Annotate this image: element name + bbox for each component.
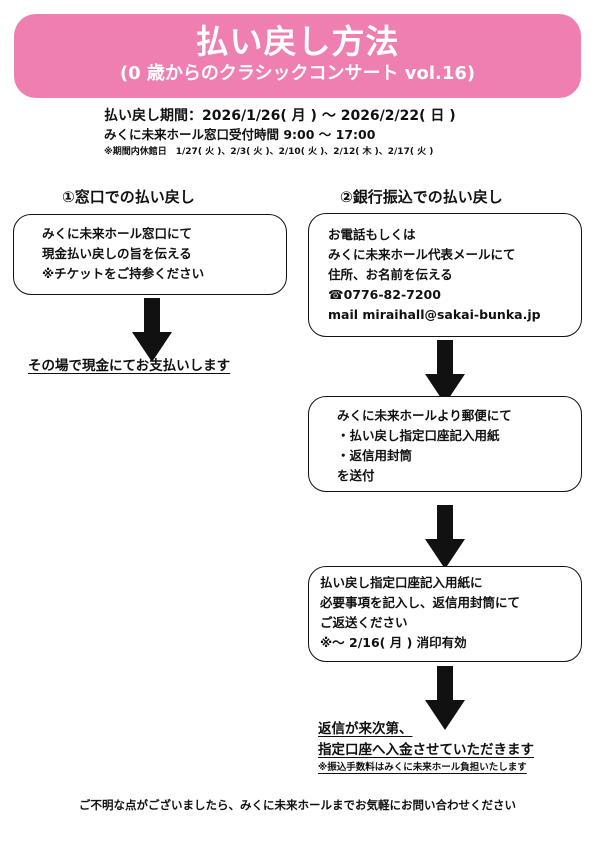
box-line: ご返送ください bbox=[320, 615, 408, 630]
box-line: を送付 bbox=[337, 468, 375, 483]
right-heading: ②銀行振込での払い戻し bbox=[340, 188, 503, 206]
contact-footer: ご不明な点がございましたら、みくに未来ホールまでお気軽にお問い合わせください bbox=[79, 798, 516, 812]
down-arrow-icon bbox=[132, 298, 172, 362]
down-arrow-icon bbox=[425, 340, 465, 404]
box-line: ・返信用封筒 bbox=[337, 448, 413, 463]
bank-step2-box: みくに未来ホールより郵便にて ・払い戻し指定口座記入用紙 ・返信用封筒 を送付 bbox=[308, 396, 582, 492]
bank-step3-box: 払い戻し指定口座記入用紙に 必要事項を記入し、返信用封筒にて ご返送ください ※… bbox=[308, 566, 582, 662]
box-line: みくに未来ホール代表メールにて bbox=[328, 247, 516, 262]
right-result-line2: 指定口座へ入金させていただきます bbox=[318, 742, 534, 758]
down-arrow-icon bbox=[425, 505, 465, 569]
title-banner: 払い戻し方法 (0 歳からのクラシックコンサート vol.16) bbox=[14, 14, 581, 98]
box-line: ※〜 2/16( 月 ) 消印有効 bbox=[320, 635, 467, 650]
box-line: みくに未来ホールより郵便にて bbox=[337, 408, 512, 423]
box-line: ※チケットをご持参ください bbox=[42, 266, 205, 281]
right-result: 返信が来次第、 指定口座へ入金させていただきます ※振込手数料はみくに未来ホール… bbox=[318, 719, 534, 775]
refund-period-dates: 払い戻し期間：2026/1/26( 月 ) 〜 2026/2/22( 日 ) bbox=[104, 108, 456, 124]
box-line: 住所、お名前を伝える bbox=[328, 267, 453, 282]
fee-note: ※振込手数料はみくに未来ホール負担いたします bbox=[318, 762, 527, 773]
box-line: お電話もしくは bbox=[328, 227, 416, 242]
right-result-line1: 返信が来次第、 bbox=[318, 721, 413, 737]
mail-line: mail miraihall@sakai-bunka.jp bbox=[328, 307, 541, 322]
box-line: みくに未来ホール窓口にて bbox=[42, 226, 193, 241]
box-line: ・払い戻し指定口座記入用紙 bbox=[337, 428, 500, 443]
phone-line: ☎0776-82-7200 bbox=[328, 287, 441, 302]
page-title: 払い戻し方法 bbox=[195, 22, 400, 61]
page-subtitle: (0 歳からのクラシックコンサート vol.16) bbox=[119, 63, 476, 84]
box-line: 現金払い戻しの旨を伝える bbox=[42, 246, 192, 261]
box-line: 必要事項を記入し、返信用封筒にて bbox=[320, 595, 521, 610]
left-heading: ①窓口での払い戻し bbox=[62, 188, 195, 206]
bank-step1-box: お電話もしくは みくに未来ホール代表メールにて 住所、お名前を伝える ☎0776… bbox=[308, 213, 582, 337]
counter-refund-box: みくに未来ホール窓口にて 現金払い戻しの旨を伝える ※チケットをご持参ください bbox=[13, 214, 287, 295]
closed-days: ※期間内休館日 1/27( 火 )、2/3( 火 )、2/10( 火 )、2/1… bbox=[104, 147, 434, 157]
counter-hours: みくに未来ホール窓口受付時間 9:00 〜 17:00 bbox=[104, 127, 376, 142]
refund-period: 払い戻し期間：2026/1/26( 月 ) 〜 2026/2/22( 日 ) み… bbox=[104, 106, 584, 159]
left-result-text: その場で現金にてお支払いします bbox=[28, 358, 231, 374]
box-line: 払い戻し指定口座記入用紙に bbox=[320, 575, 483, 590]
down-arrow-icon bbox=[425, 666, 465, 730]
left-result: その場で現金にてお支払いします bbox=[28, 354, 230, 374]
